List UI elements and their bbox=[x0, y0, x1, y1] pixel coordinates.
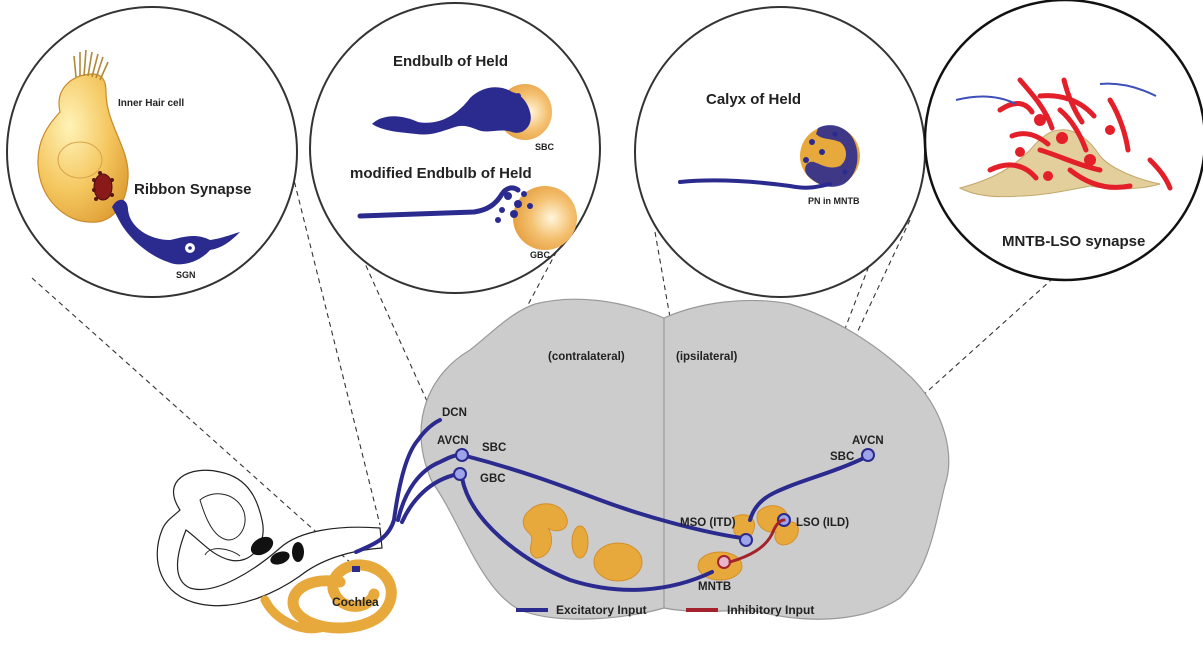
label-lso: LSO (ILD) bbox=[796, 517, 849, 529]
inset-calyx: Calyx of Held PN in MNTB bbox=[635, 7, 925, 297]
ossicle-3 bbox=[292, 542, 304, 562]
label-mso: MSO (ITD) bbox=[680, 517, 736, 529]
label-endbulb: Endbulb of Held bbox=[393, 53, 508, 70]
label-mntb: MNTB bbox=[698, 581, 731, 593]
label-inner-hair-cell: Inner Hair cell bbox=[118, 98, 184, 109]
label-ribbon-synapse: Ribbon Synapse bbox=[134, 181, 252, 198]
label-gbc-inset: GBC bbox=[530, 250, 551, 260]
legend-inhibitory-label: Inhibitory Input bbox=[727, 603, 814, 617]
avcn-sbc-right-neuron bbox=[862, 449, 874, 461]
ribbon-synapse-site bbox=[94, 174, 112, 200]
label-avcn-right: AVCN bbox=[852, 435, 884, 447]
label-mntb-lso: MNTB-LSO synapse bbox=[1002, 233, 1145, 250]
inset-mntb-lso: MNTB-LSO synapse bbox=[925, 0, 1203, 280]
label-ipsilateral: (ipsilateral) bbox=[676, 351, 738, 363]
nucleus-contra-3 bbox=[594, 543, 642, 581]
avcn-sbc-left-neuron bbox=[456, 449, 468, 461]
label-pn: PN in MNTB bbox=[808, 196, 860, 206]
cochlea-hair-patch bbox=[352, 566, 360, 572]
label-sbc-inset: SBC bbox=[535, 142, 555, 152]
mso-neuron bbox=[740, 534, 752, 546]
label-sbc-right: SBC bbox=[830, 451, 854, 463]
label-gbc-left: GBC bbox=[480, 473, 506, 485]
label-dcn: DCN bbox=[442, 407, 467, 419]
inset-ribbon-synapse: Inner Hair cell Ribbon Synapse SGN bbox=[7, 7, 297, 297]
label-avcn-left: AVCN bbox=[437, 435, 469, 447]
mntb-neuron bbox=[718, 556, 730, 568]
avcn-gbc-left-neuron bbox=[454, 468, 466, 480]
label-cochlea: Cochlea bbox=[332, 595, 379, 609]
nucleus-contra-2 bbox=[572, 526, 588, 558]
label-modified-endbulb: modified Endbulb of Held bbox=[350, 165, 532, 182]
label-calyx: Calyx of Held bbox=[706, 91, 801, 108]
label-sgn: SGN bbox=[176, 270, 196, 280]
inset-endbulb: Endbulb of Held SBC modified Endbulb of … bbox=[310, 3, 600, 293]
label-contralateral: (contralateral) bbox=[548, 351, 625, 363]
label-sbc-left: SBC bbox=[482, 442, 506, 454]
legend-excitatory-label: Excitatory Input bbox=[556, 603, 647, 617]
